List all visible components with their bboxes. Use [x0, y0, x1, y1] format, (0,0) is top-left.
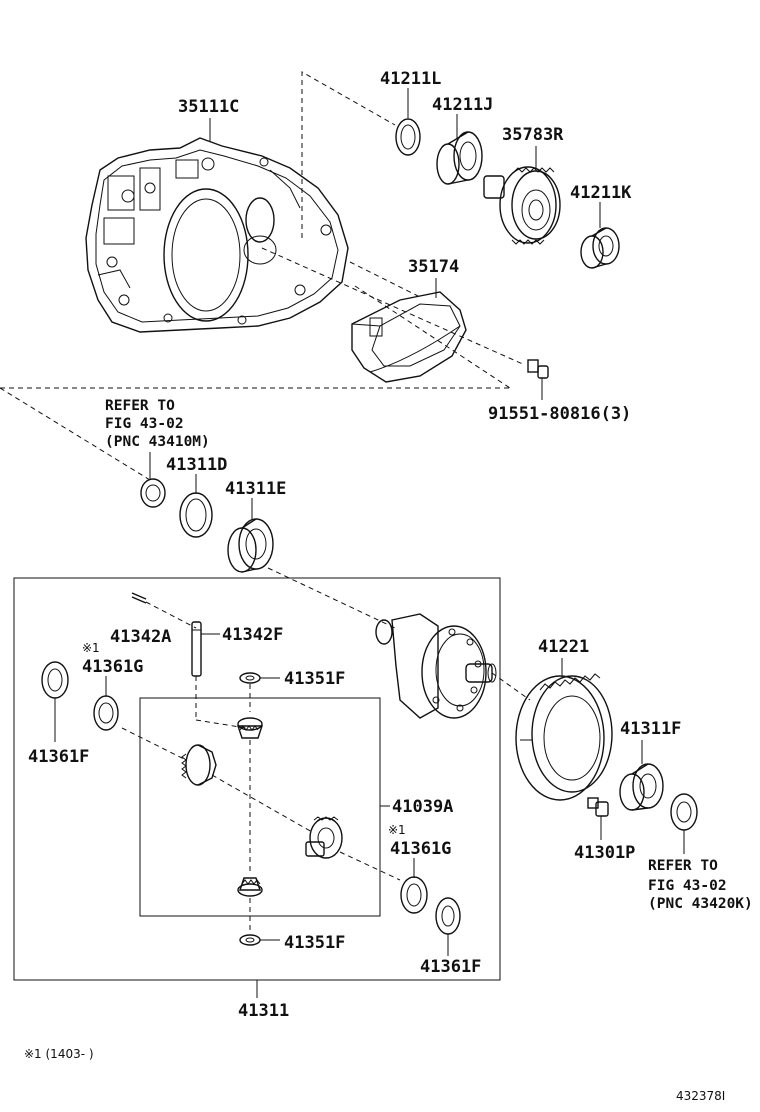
washer-41361g-top-drawing	[93, 695, 119, 731]
shaft-41342f-drawing	[191, 621, 202, 677]
ref-dash-diagonal	[354, 285, 511, 389]
transaxle-case-drawing	[85, 137, 349, 333]
ref-right-line2: FIG 43-02	[648, 878, 727, 894]
side-gear-right-drawing	[305, 816, 343, 859]
bearing-41311e-drawing	[227, 518, 274, 573]
receiver-35174-drawing	[351, 291, 467, 383]
left-washer-dash	[121, 727, 187, 761]
footnote: ※1 (1403- )	[24, 1047, 94, 1061]
oil-seal-right-drawing	[670, 793, 698, 831]
pin-dash	[145, 601, 197, 629]
washer-41351f-top-drawing	[239, 672, 261, 684]
washer-41361f-bottom-drawing	[435, 897, 461, 935]
ring-gear-axis-dash	[491, 672, 531, 701]
washer-41361f-left-drawing	[41, 661, 69, 699]
differential-case-drawing	[375, 613, 497, 719]
label-41211k: 41211K	[570, 183, 632, 203]
bearing-41311f-drawing	[619, 763, 664, 811]
bolt-91551-drawing	[527, 359, 549, 379]
case-axis-dash	[301, 71, 396, 238]
star-mark-top: ※1	[82, 641, 100, 655]
shim-41311d-drawing	[179, 492, 213, 538]
label-35111c: 35111C	[178, 97, 239, 117]
label-41351f-bottom: 41351F	[284, 933, 345, 953]
gear-mesh-dash	[211, 774, 313, 833]
pinion-gear-bottom-drawing	[237, 877, 263, 897]
ref-dash-left	[0, 387, 151, 481]
ref-left-line1: REFER TO	[105, 398, 175, 414]
label-35174: 35174	[408, 257, 459, 277]
ref-left-line2: FIG 43-02	[105, 416, 184, 432]
side-gear-left-drawing	[181, 744, 217, 786]
ring-gear-41221-drawing	[515, 673, 613, 801]
label-41351f-top: 41351F	[284, 669, 345, 689]
cover-axis-dash	[349, 261, 419, 297]
shim-41211l-drawing	[395, 118, 421, 156]
label-41361g-bottom: 41361G	[390, 839, 451, 859]
pinion-gear-top-drawing	[237, 717, 263, 739]
washer-41351f-bottom-drawing	[239, 934, 261, 946]
gear-35783r-drawing	[483, 166, 561, 245]
diff-axis-dash	[267, 567, 396, 629]
label-41211j: 41211J	[432, 95, 493, 115]
star-mark-bottom: ※1	[388, 823, 406, 837]
label-41221: 41221	[538, 637, 589, 657]
label-91551-80816: 91551-80816(3)	[488, 404, 631, 424]
label-41361f-left: 41361F	[28, 747, 89, 767]
figure-id: 432378I	[676, 1089, 725, 1103]
label-41342a: 41342A	[110, 627, 171, 647]
label-41311: 41311	[238, 1001, 289, 1021]
bolt-axis-dash	[261, 247, 526, 366]
label-41301p: 41301P	[574, 843, 635, 863]
ref-right-line3: (PNC 43420K)	[648, 896, 753, 912]
washer-41361g-bottom-drawing	[400, 876, 428, 914]
kit-41039a-box	[139, 697, 381, 917]
label-41361g-top: 41361G	[82, 657, 143, 677]
label-41311e: 41311E	[225, 479, 286, 499]
label-41211l: 41211L	[380, 69, 441, 89]
bearing-41211k-drawing	[580, 227, 620, 269]
pin-41342a-drawing	[131, 592, 147, 604]
ref-right-line1: REFER TO	[648, 858, 718, 874]
label-41342f: 41342F	[222, 625, 283, 645]
oil-seal-left-drawing	[140, 478, 166, 508]
ref-left-line3: (PNC 43410M)	[105, 434, 210, 450]
label-41311d: 41311D	[166, 455, 227, 475]
bolt-41301p-drawing	[587, 797, 609, 817]
label-41311f: 41311F	[620, 719, 681, 739]
label-35783r: 35783R	[502, 125, 564, 145]
label-41039a: 41039A	[392, 797, 453, 817]
label-41361f-bottom: 41361F	[420, 957, 481, 977]
right-washer-dash	[339, 851, 401, 881]
bearing-41211j-drawing	[436, 131, 483, 185]
